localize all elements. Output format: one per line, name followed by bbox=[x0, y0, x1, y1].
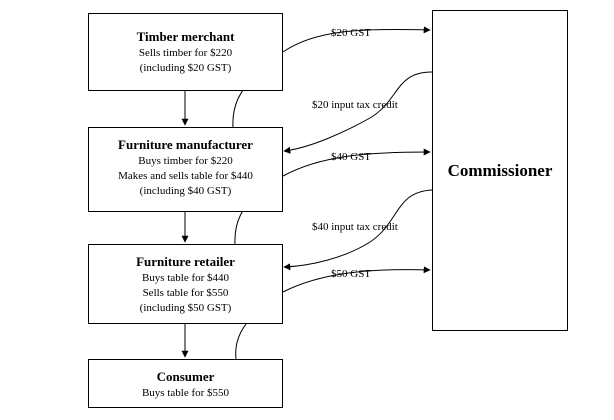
furniture-retailer-line-3: (including $50 GST) bbox=[139, 302, 232, 314]
input-tax-credit-40-label: $40 input tax credit bbox=[312, 221, 398, 233]
furniture-manufacturer-line-2: Makes and sells table for $440 bbox=[118, 170, 253, 182]
timber-merchant-line-1: Sells timber for $220 bbox=[138, 47, 233, 59]
arrow-gst-50 bbox=[282, 266, 431, 293]
arrow-gst-20 bbox=[282, 26, 431, 53]
furniture-manufacturer-title: Furniture manufacturer bbox=[118, 137, 253, 152]
commissioner-box: Commissioner bbox=[432, 10, 568, 331]
furniture-retailer-box: Furniture retailer Buys table for $440 S… bbox=[88, 244, 283, 324]
consumer-box: Consumer Buys table for $550 bbox=[88, 359, 283, 408]
arrow-credit-20 bbox=[283, 71, 433, 154]
consumer-title: Consumer bbox=[156, 369, 215, 384]
gst-40-label: $40 GST bbox=[331, 151, 372, 163]
furniture-retailer-line-2: Sells table for $550 bbox=[142, 287, 229, 299]
timber-merchant-line-2: (including $20 GST) bbox=[139, 62, 232, 74]
consumer-line-1: Buys table for $550 bbox=[141, 387, 230, 399]
furniture-manufacturer-line-3: (including $40 GST) bbox=[139, 185, 232, 197]
commissioner-title: Commissioner bbox=[447, 160, 553, 180]
gst-20-label: $20 GST bbox=[331, 27, 372, 39]
input-tax-credit-20-label: $20 input tax credit bbox=[312, 99, 398, 111]
furniture-retailer-line-1: Buys table for $440 bbox=[141, 272, 230, 284]
gst-50-label: $50 GST bbox=[331, 268, 372, 280]
furniture-manufacturer-line-1: Buys timber for $220 bbox=[138, 155, 233, 167]
arrow-gst-40 bbox=[282, 148, 431, 177]
timber-merchant-title: Timber merchant bbox=[136, 29, 235, 44]
timber-merchant-box: Timber merchant Sells timber for $220 (i… bbox=[88, 13, 283, 91]
furniture-manufacturer-box: Furniture manufacturer Buys timber for $… bbox=[88, 127, 283, 212]
arrow-credit-40 bbox=[283, 189, 433, 271]
furniture-retailer-title: Furniture retailer bbox=[136, 254, 235, 269]
